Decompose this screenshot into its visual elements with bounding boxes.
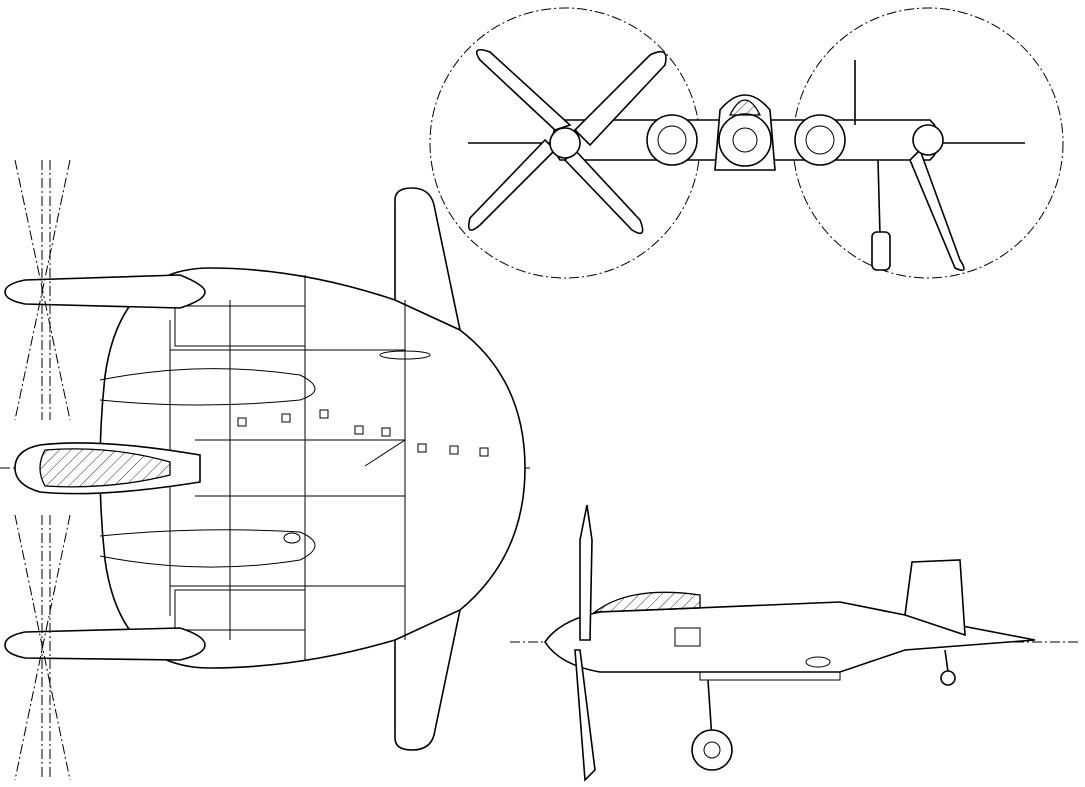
blade — [475, 49, 572, 131]
blade — [573, 50, 667, 147]
blade — [563, 148, 644, 235]
blade — [467, 138, 557, 231]
nacelle-top — [4, 274, 206, 309]
canopy — [39, 448, 171, 488]
plan-view — [0, 159, 530, 781]
nacelle-bottom — [4, 627, 206, 661]
tail-fin — [904, 559, 966, 637]
fuselage-side — [544, 601, 1036, 673]
front-view — [429, 7, 1064, 279]
blade — [909, 148, 965, 271]
side-view — [510, 504, 1080, 782]
fuselage-body — [99, 267, 526, 669]
canopy-side — [592, 591, 701, 613]
